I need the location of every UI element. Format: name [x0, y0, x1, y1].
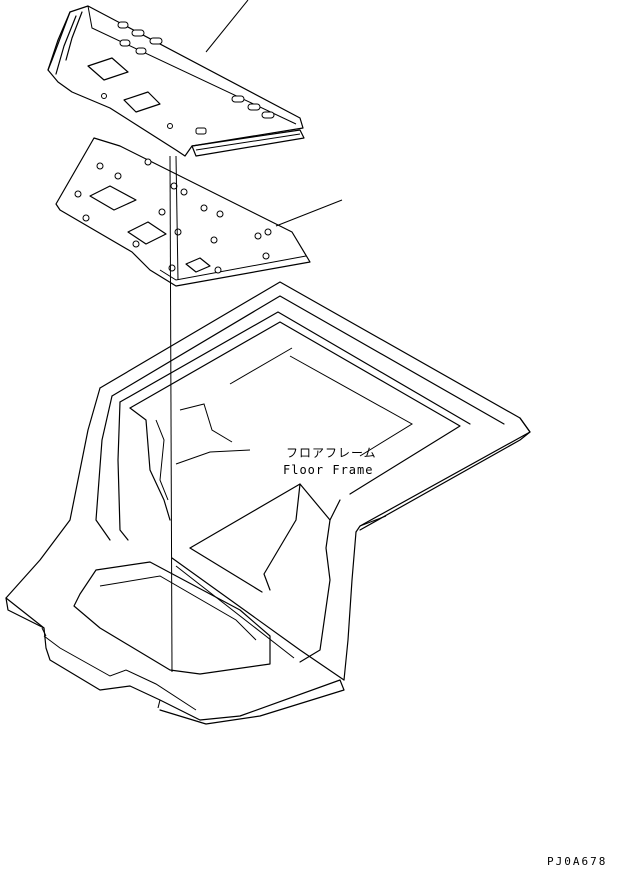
assembly-line: [169, 155, 173, 673]
drawing-id: PJ0A678: [547, 855, 608, 868]
floor-frame: [5, 281, 531, 725]
middle-plate: [55, 137, 343, 287]
floor-frame-label-en: Floor Frame: [283, 463, 374, 477]
top-plate: [47, 0, 305, 157]
floor-frame-label-jp: フロアフレーム: [286, 446, 377, 460]
